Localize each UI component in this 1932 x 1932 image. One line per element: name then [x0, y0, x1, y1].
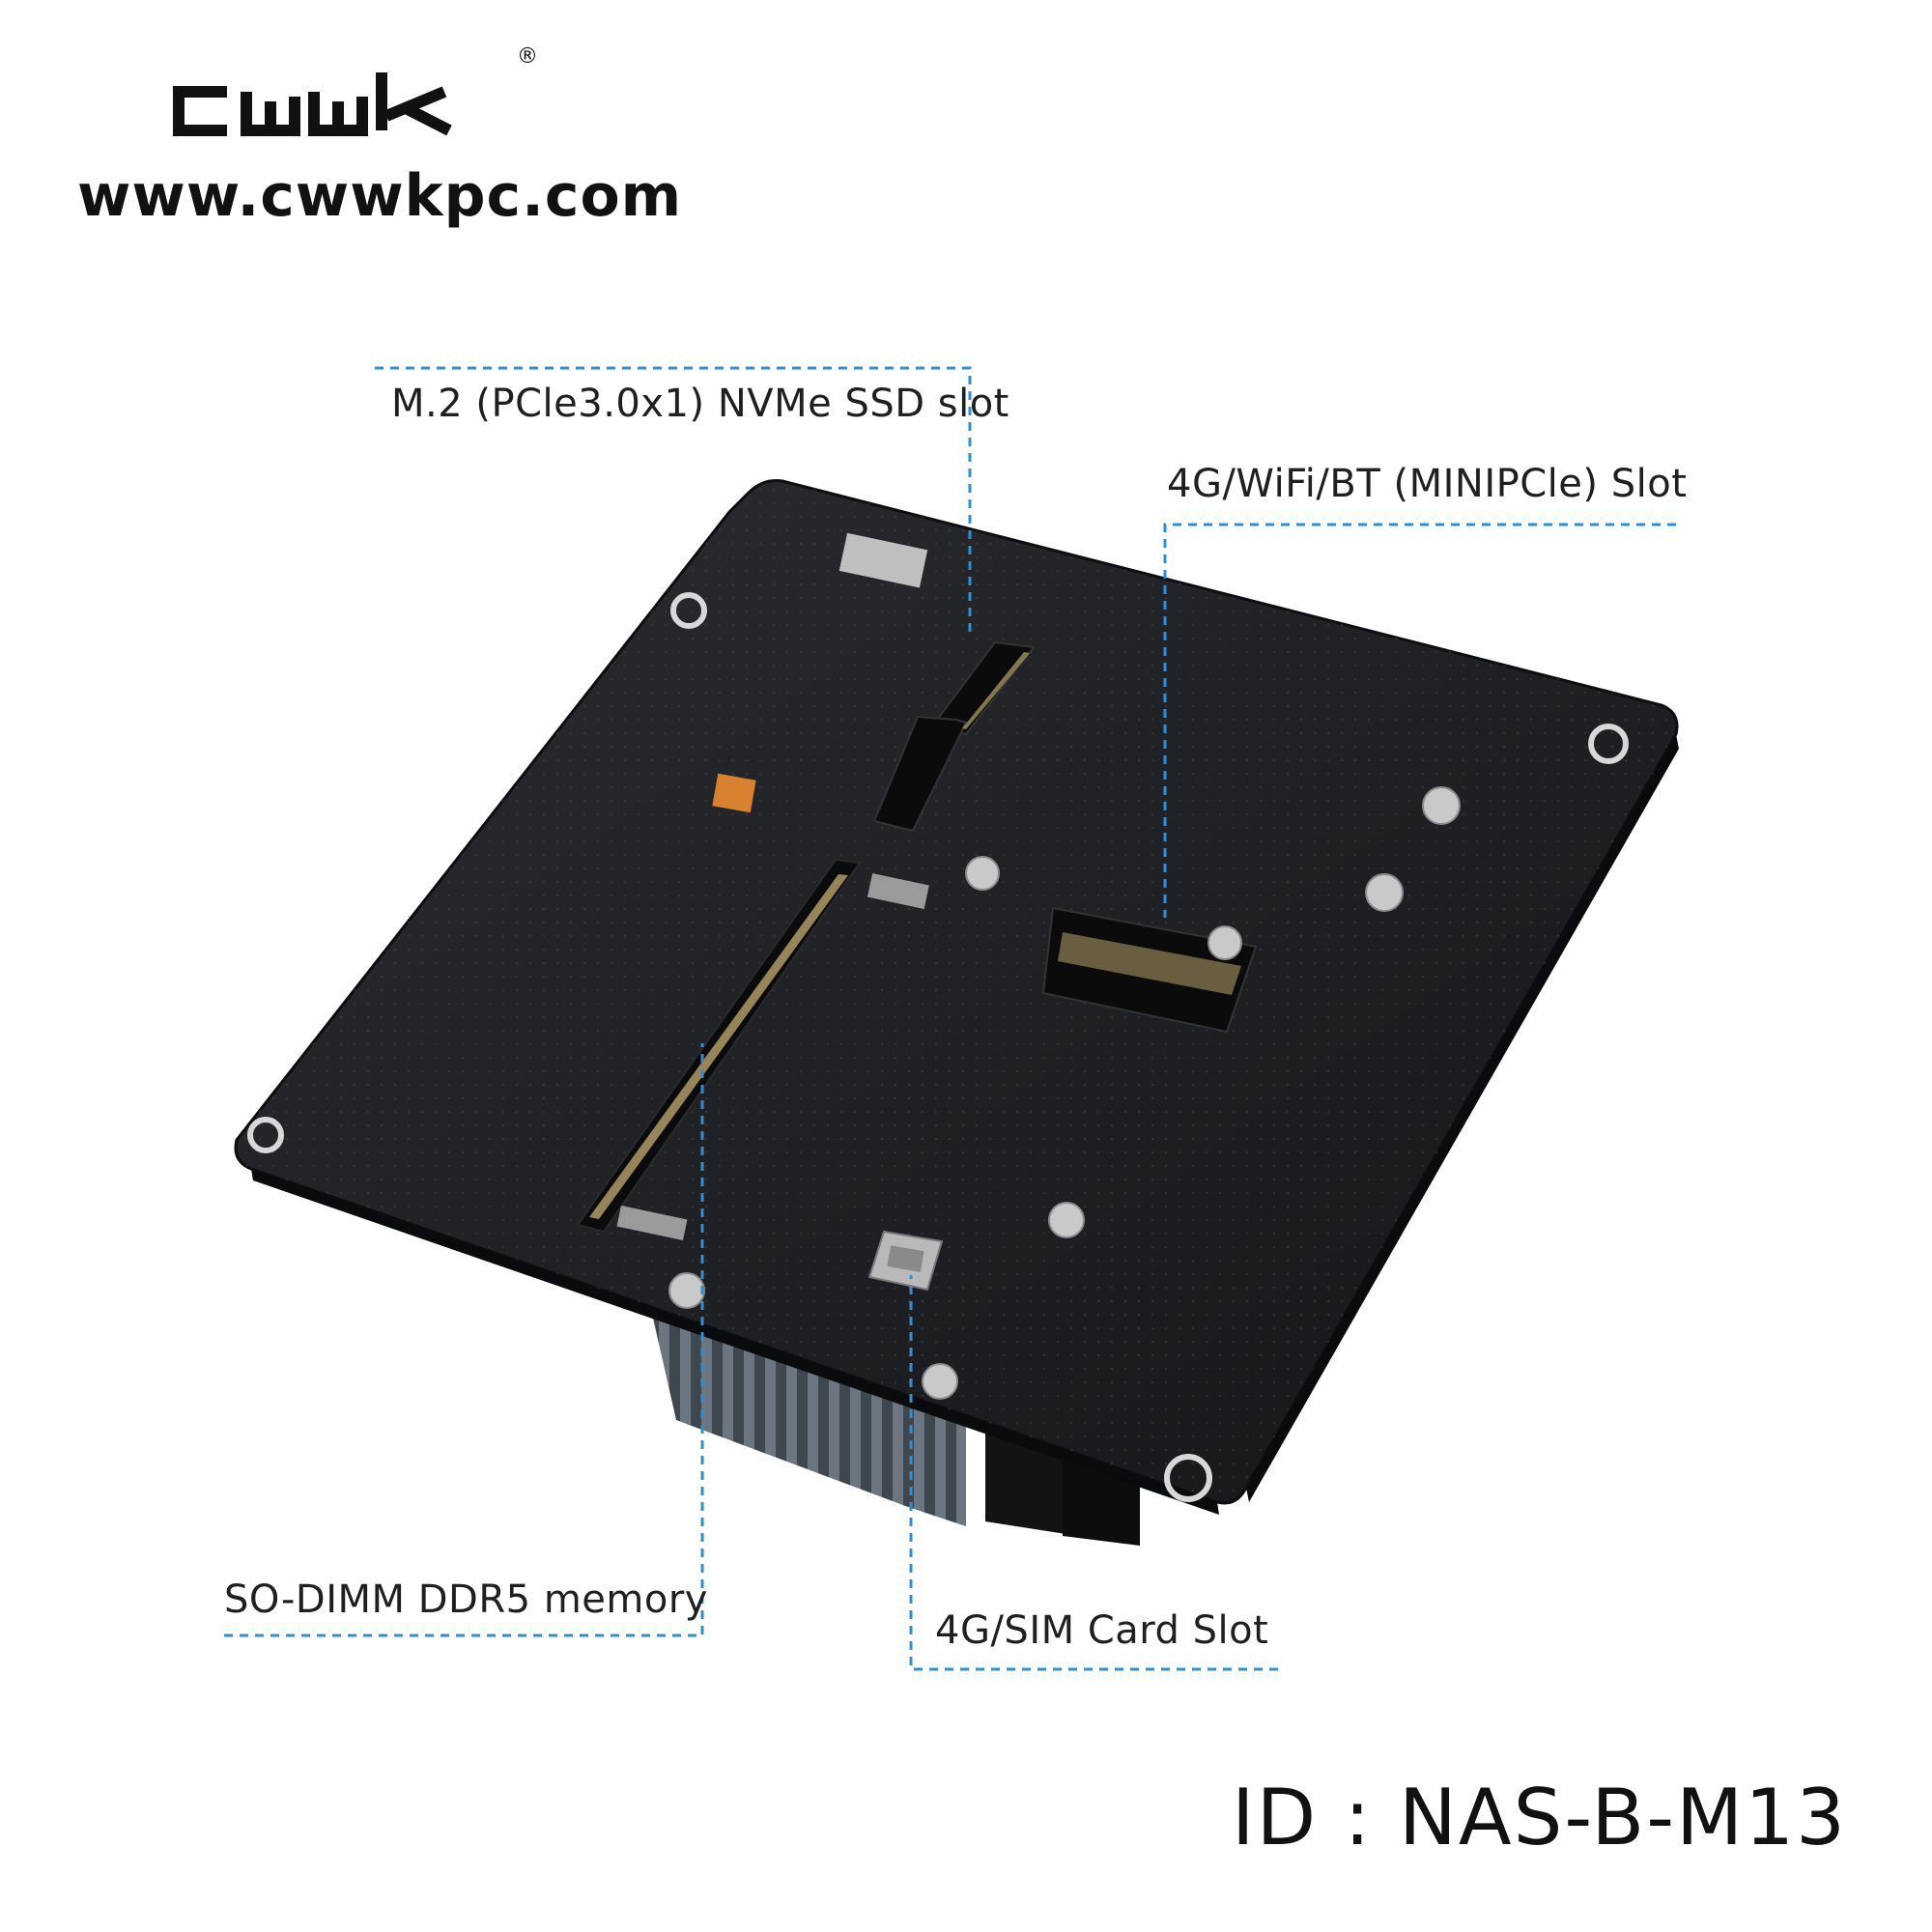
orange-chip	[712, 773, 756, 813]
minipcie-leader-line	[1163, 523, 1676, 918]
brand-logo: ®	[173, 44, 538, 136]
m2-slot-callout: M.2 (PCle3.0x1) NVMe SSD slot	[391, 382, 1009, 426]
minipcie-slot	[1041, 906, 1258, 1034]
pcb	[234, 479, 1679, 1515]
leader-lines	[224, 366, 1676, 1671]
sodimm-slot	[576, 858, 929, 1241]
product-id-label: ID : NAS-B-M13	[1232, 1773, 1847, 1862]
sodimm-callout: SO-DIMM DDR5 memory	[224, 1577, 708, 1622]
mounting-holes	[247, 592, 1629, 1502]
minipcie-slot-callout: 4G/WiFi/BT (MINIPCle) Slot	[1167, 462, 1688, 506]
sim-slot	[867, 1230, 944, 1292]
standoffs	[668, 786, 1461, 1400]
website-url: www.cwwkpc.com	[77, 162, 683, 230]
m2-leader-line	[375, 366, 972, 638]
top-chip	[838, 532, 928, 588]
svg-text:®: ®	[517, 44, 538, 69]
sim-slot-callout: 4G/SIM Card Slot	[935, 1608, 1269, 1653]
sodimm-leader-line	[224, 1043, 704, 1637]
m2-slot	[872, 640, 1036, 833]
